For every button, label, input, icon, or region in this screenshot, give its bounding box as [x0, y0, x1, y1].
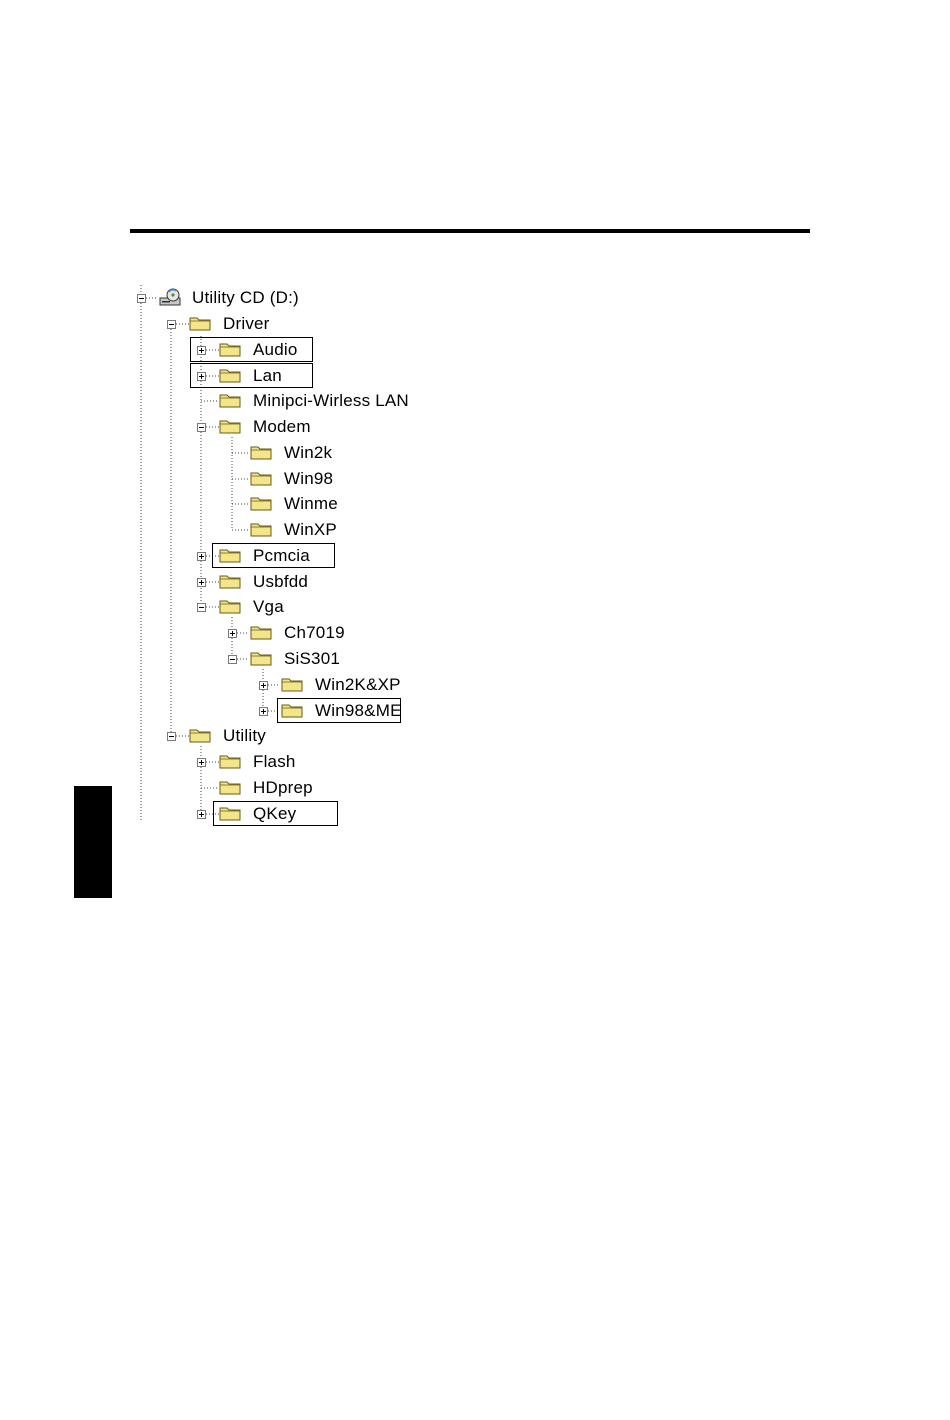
- expand-icon[interactable]: [197, 758, 206, 767]
- expand-icon[interactable]: [197, 810, 206, 819]
- expand-icon[interactable]: [259, 681, 268, 690]
- folder-icon: [250, 495, 272, 511]
- folder-icon: [281, 676, 303, 692]
- folder-icon: [250, 444, 272, 460]
- folder-icon: [219, 547, 241, 563]
- tree-label-ch7019[interactable]: Ch7019: [284, 623, 345, 643]
- folder-icon: [219, 805, 241, 821]
- highlight-box: [190, 363, 313, 388]
- tree-label-modem[interactable]: Modem: [253, 417, 311, 437]
- collapse-icon[interactable]: [167, 320, 176, 329]
- tree-label-sis301[interactable]: SiS301: [284, 649, 340, 669]
- folder-icon: [189, 315, 211, 331]
- tree-label-vga[interactable]: Vga: [253, 597, 284, 617]
- collapse-icon[interactable]: [167, 732, 176, 741]
- tree-label-audio[interactable]: Audio: [253, 340, 297, 360]
- tree-label-utility-cd[interactable]: Utility CD (D:): [192, 288, 299, 308]
- collapse-icon[interactable]: [197, 423, 206, 432]
- tree-label-usbfdd[interactable]: Usbfdd: [253, 572, 308, 592]
- cd-drive-icon: [159, 287, 181, 307]
- tree-label-winxp[interactable]: WinXP: [284, 520, 337, 540]
- expand-icon[interactable]: [197, 552, 206, 561]
- collapse-icon[interactable]: [228, 655, 237, 664]
- folder-icon: [219, 753, 241, 769]
- tree-label-win2kxp[interactable]: Win2K&XP: [315, 675, 401, 695]
- folder-icon: [219, 598, 241, 614]
- tree-label-win98[interactable]: Win98: [284, 469, 333, 489]
- folder-icon: [219, 392, 241, 408]
- tree-label-utility[interactable]: Utility: [223, 726, 266, 746]
- expand-icon[interactable]: [197, 346, 206, 355]
- folder-icon: [219, 418, 241, 434]
- tree-label-win98me[interactable]: Win98&ME: [315, 701, 402, 721]
- expand-icon[interactable]: [228, 629, 237, 638]
- folder-icon: [250, 521, 272, 537]
- folder-icon: [219, 367, 241, 383]
- folder-icon: [281, 702, 303, 718]
- tree-label-pcmcia[interactable]: Pcmcia: [253, 546, 310, 566]
- tree-label-flash[interactable]: Flash: [253, 752, 296, 772]
- collapse-icon[interactable]: [197, 603, 206, 612]
- collapse-icon[interactable]: [137, 294, 146, 303]
- expand-icon[interactable]: [197, 372, 206, 381]
- folder-icon: [219, 573, 241, 589]
- folder-icon: [219, 779, 241, 795]
- tree-label-winme[interactable]: Winme: [284, 494, 338, 514]
- tree-label-minipci[interactable]: Minipci-Wirless LAN: [253, 391, 409, 411]
- tree-label-lan[interactable]: Lan: [253, 366, 282, 386]
- folder-icon: [219, 341, 241, 357]
- tree-label-driver[interactable]: Driver: [223, 314, 270, 334]
- folder-icon: [250, 624, 272, 640]
- tree-label-win2k[interactable]: Win2k: [284, 443, 332, 463]
- folder-icon: [189, 727, 211, 743]
- folder-icon: [250, 650, 272, 666]
- tree-label-qkey[interactable]: QKey: [253, 804, 296, 824]
- tree-label-hdprep[interactable]: HDprep: [253, 778, 313, 798]
- expand-icon[interactable]: [259, 707, 268, 716]
- expand-icon[interactable]: [197, 578, 206, 587]
- folder-icon: [250, 470, 272, 486]
